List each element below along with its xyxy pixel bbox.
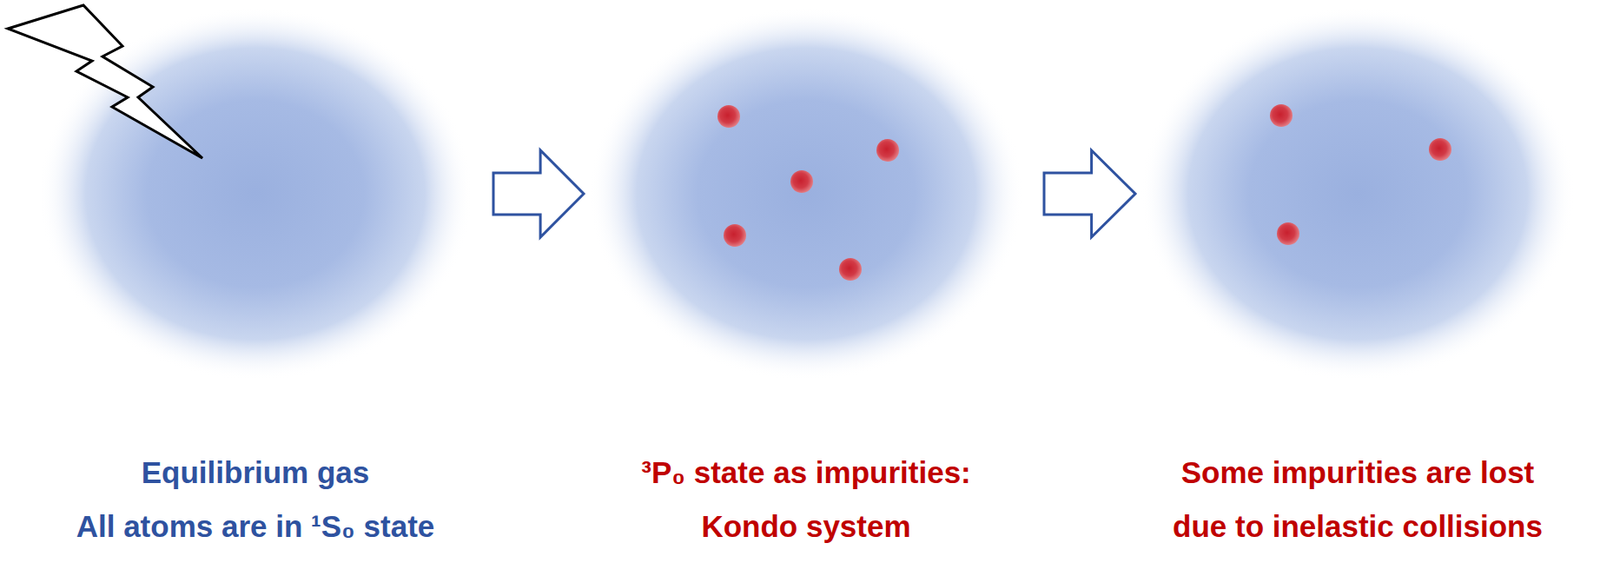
gas-cloud-panel: ³P₀ state as impurities:Kondo system (588, 6, 1024, 381)
caption: Equilibrium gasAll atoms are in ¹S₀ stat… (76, 445, 436, 554)
lightning-bolt (7, 5, 203, 159)
caption-line: All atoms are in ¹S₀ state (76, 499, 436, 554)
gas-cloud (588, 6, 1024, 381)
gas-cloud-panel: Equilibrium gasAll atoms are in ¹S₀ stat… (38, 6, 473, 381)
caption-line: due to inelastic collisions (1172, 499, 1543, 554)
caption-line: ³P₀ state as impurities: (641, 445, 972, 500)
impurity-dots (717, 104, 1452, 281)
gas-cloud (1140, 6, 1575, 381)
caption: ³P₀ state as impurities:Kondo system (641, 445, 972, 554)
gas-cloud-panel: Some impurities are lostdue to inelastic… (1140, 6, 1575, 381)
block-arrow (493, 150, 584, 238)
caption-line: Kondo system (641, 499, 972, 554)
caption: Some impurities are lostdue to inelastic… (1172, 445, 1543, 554)
block-arrow (1044, 150, 1136, 238)
caption-line: Some impurities are lost (1172, 445, 1543, 500)
caption-line: Equilibrium gas (76, 445, 436, 500)
